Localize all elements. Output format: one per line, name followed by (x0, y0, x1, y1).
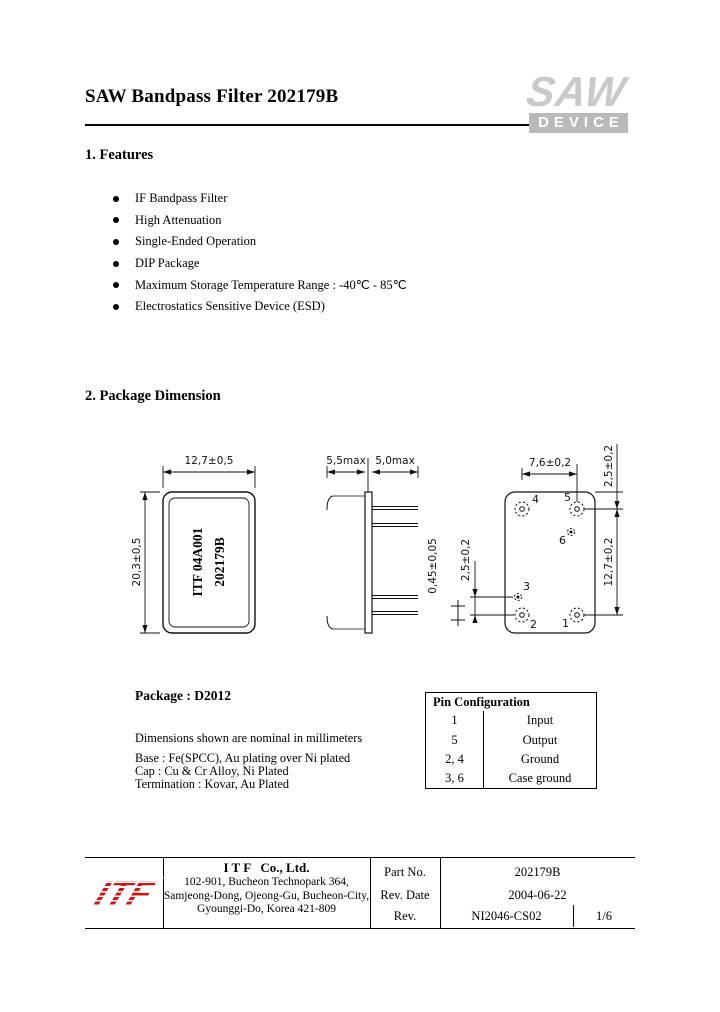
pin-function-cell: Input (526, 713, 554, 728)
package-name: Package : D2012 (135, 688, 231, 703)
pin-number-cell: 5 (426, 730, 484, 750)
part-no-value: 202179B (514, 865, 561, 879)
pin-config-title: Pin Configuration (433, 695, 530, 709)
feature-text: Single-Ended Operation (135, 234, 257, 249)
package-marking-line1: ITF 04A001 (190, 527, 205, 596)
pin-span-dim-label: 12,7±0,2 (603, 538, 615, 587)
pin-number-cell: 2, 4 (426, 749, 484, 770)
table-row: 3, 6 Case ground (426, 769, 596, 789)
package-dimension-heading: 2. Package Dimension (85, 388, 221, 404)
pin2-label: 2 (530, 618, 537, 631)
itf-logo-text: ITF (82, 873, 166, 914)
top-edge-dim-label: 2,5±0,2 (603, 445, 615, 487)
rev-label: Rev. (393, 909, 417, 923)
lead-thickness-dim-label: 0,45±0,05 (427, 538, 439, 594)
page-title: SAW Bandpass Filter 202179B (85, 86, 339, 107)
list-item: High Attenuation (113, 212, 407, 227)
base-material-note: Base : Fe(SPCC), Au plating over Ni plat… (135, 751, 351, 765)
pin-number-cell: 3, 6 (426, 769, 484, 789)
termination-note: Termination : Kovar, Au Plated (135, 777, 290, 791)
table-row: 5 Output (426, 730, 596, 750)
package-outline (162, 491, 256, 634)
pin5-label: 5 (564, 491, 571, 504)
height-dimension-lines (140, 491, 160, 634)
pin-configuration-table: Pin Configuration 1 Input 5 Output 2, 4 … (425, 692, 597, 789)
pitch-dimension-lines (521, 464, 578, 502)
feature-text: Maximum Storage Temperature Range : -40℃… (135, 278, 407, 293)
lead-dim-label: 5,0max (375, 455, 415, 467)
body-dim-label: 5,5max (326, 455, 366, 467)
company-address-line: Gyounggi-Do, Korea 421-809 (197, 903, 336, 915)
rev-date-label: Rev. Date (380, 888, 430, 902)
device-logo-bar: DEVICE (529, 113, 628, 133)
list-item: Single-Ended Operation (113, 234, 407, 249)
bullet-icon (113, 217, 119, 224)
list-item: Maximum Storage Temperature Range : -40℃… (113, 278, 407, 293)
bottom-outline (504, 491, 596, 634)
feature-text: High Attenuation (135, 212, 222, 227)
width-dim-label: 12,7±0,5 (185, 455, 234, 467)
features-list: IF Bandpass Filter High Attenuation Sing… (113, 191, 407, 322)
lead-lines (372, 506, 418, 615)
pin-pitch-dim-label: 7,6±0,2 (529, 457, 571, 469)
company-address-line: 102-901, Bucheon Technopark 364, (184, 876, 349, 888)
itf-logo-stripes (82, 874, 166, 914)
table-row: 2, 4 Ground (426, 749, 596, 770)
cap-material-note: Cap : Cu & Cr Alloy, Ni Plated (135, 764, 289, 778)
saw-logo-text: SAW (523, 68, 630, 115)
list-item: Electrostatics Sensitive Device (ESD) (113, 299, 407, 314)
features-heading: 1. Features (85, 147, 154, 163)
pin3-label: 3 (523, 580, 530, 593)
pin6-label: 6 (559, 534, 566, 547)
package-side-view-drawing: 5,5max 5,0max 0,45±0,05 (326, 455, 465, 634)
feature-text: Electrostatics Sensitive Device (ESD) (135, 299, 325, 314)
list-item: DIP Package (113, 256, 407, 271)
footer-divider (440, 858, 442, 928)
pin1-label: 1 (562, 617, 569, 630)
pin-function-cell: Output (522, 732, 558, 747)
company-info: I T F Co., Ltd. 102-901, Bucheon Technop… (163, 860, 370, 917)
package-bottom-view-drawing: 4 5 6 3 2 1 7,6±0,2 2,5±0,2 12,7±0,2 (460, 444, 623, 634)
side-edge-dim-label: 2,5±0,2 (460, 539, 472, 581)
width-dimension-lines (162, 466, 256, 488)
bullet-icon (113, 260, 119, 267)
side-dimension-lines (326, 458, 419, 492)
list-item: IF Bandpass Filter (113, 191, 407, 205)
pin-function-cell: Ground (520, 751, 560, 766)
itf-company-logo: ITF (82, 866, 166, 922)
package-front-view-drawing: ITF 04A001 202179B 12,7±0,5 20,3±0,5 (131, 455, 256, 634)
company-name: I T F Co., Ltd. (223, 860, 310, 875)
dimension-note: Dimensions shown are nominal in millimet… (135, 731, 363, 745)
right-dimension-lines (584, 444, 623, 616)
feature-text: IF Bandpass Filter (135, 191, 228, 205)
table-row: 1 Input (426, 711, 596, 731)
side-outline (326, 491, 373, 634)
footer-table: ITF I T F Co., Ltd. 102-901, Bucheon Tec… (82, 857, 635, 929)
title-divider (85, 124, 558, 127)
company-address-line: Samjeong-Dong, Ojeong-Gu, Bucheon-City, (163, 889, 370, 902)
left-dimension-lines (470, 561, 514, 623)
package-marking-line2: 202179B (212, 537, 227, 587)
footer-divider (163, 858, 165, 928)
part-no-label: Part No. (384, 865, 426, 879)
rev-value: NI2046-CS02 (471, 909, 542, 923)
footer-divider (370, 858, 372, 928)
feature-text: DIP Package (135, 256, 200, 271)
page-number: 1/6 (596, 909, 612, 923)
pin-circles (514, 501, 585, 623)
bullet-icon (113, 303, 119, 310)
bullet-icon (113, 195, 119, 202)
rev-date-value: 2004-06-22 (508, 888, 567, 902)
pin-function-cell: Case ground (508, 771, 572, 786)
bullet-icon (113, 238, 119, 245)
lead-thickness-marks (451, 600, 465, 626)
bullet-icon (113, 282, 119, 289)
footer-divider (573, 905, 575, 927)
height-dim-label: 20,3±0,5 (131, 538, 143, 587)
pin-number-cell: 1 (426, 711, 484, 731)
pin4-label: 4 (532, 493, 539, 506)
saw-device-logo: SAW DEVICE (523, 68, 642, 133)
